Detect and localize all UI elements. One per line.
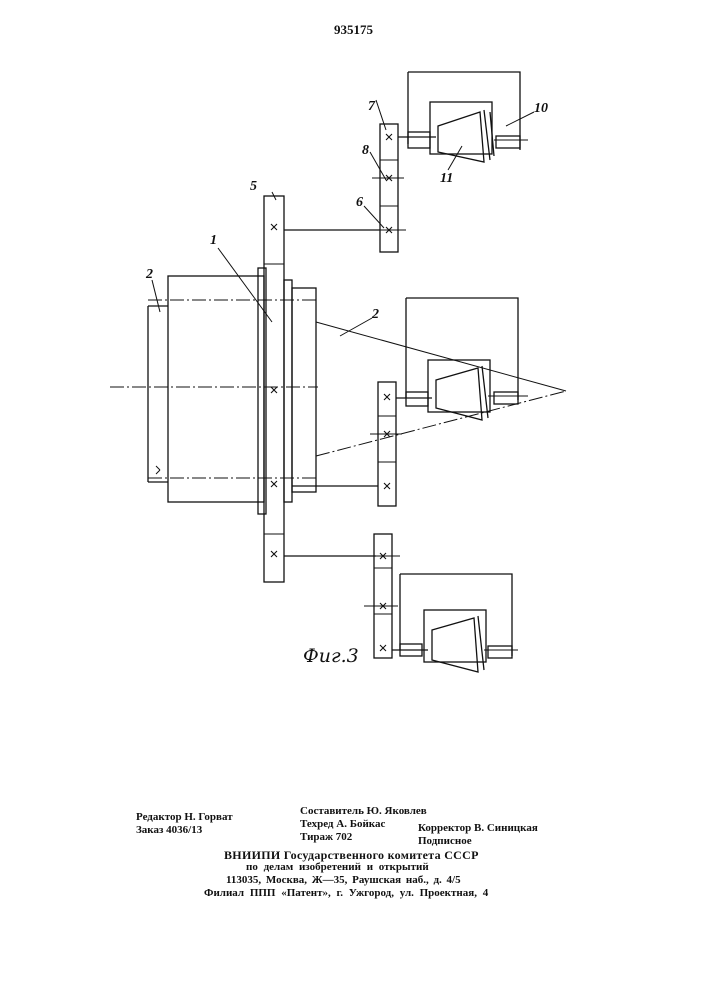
order-line: Заказ 4036/13 [136, 824, 203, 836]
part-label-11: 11 [440, 171, 453, 186]
address-line: 113035, Москва, Ж—35, Раушская наб., д. … [226, 874, 461, 886]
part-label-2-right: 2 [371, 307, 379, 322]
middle-gear-train [370, 381, 402, 507]
top-gear-train [372, 123, 406, 253]
gear-column-5 [263, 195, 285, 583]
subscription-line: Подписное [418, 835, 472, 847]
projection-line-upper [315, 321, 567, 392]
top-spindle-housing [398, 71, 521, 155]
part-label-10: 10 [534, 101, 548, 116]
cylinder-body [147, 275, 316, 503]
techred-line: Техред А. Бойкас [300, 818, 386, 830]
leader-lines [151, 99, 535, 337]
branch-line: Филиал ППП «Патент», г. Ужгород, ул. Про… [204, 887, 489, 899]
compiler-line: Составитель Ю. Яковлев [300, 805, 427, 817]
disc-1 [257, 267, 317, 515]
editor-line: Редактор Н. Горват [136, 811, 233, 823]
part-label-5: 5 [250, 179, 257, 194]
part-label-6: 6 [356, 195, 363, 210]
bottom-gear-train [364, 533, 400, 659]
patent-number: 935175 [334, 22, 373, 37]
vniipi-line: ВНИИПИ Государственного комитета СССР [224, 848, 479, 862]
figure-caption: Фиг.3 [303, 645, 359, 667]
part-label-2-left: 2 [145, 267, 153, 282]
projection-line-lower [315, 390, 567, 457]
part-label-8: 8 [362, 143, 369, 158]
part-label-1: 1 [210, 233, 217, 248]
bottom-spindle-housing [392, 573, 518, 673]
middle-spindle-housing [396, 297, 528, 421]
part-label-7: 7 [368, 99, 376, 114]
proofreader-line: Корректор В. Синицкая [418, 822, 538, 834]
affairs-line: по делам изобретений и открытий [246, 861, 429, 873]
circulation-line: Тираж 702 [300, 831, 353, 843]
tool-cone-11 [437, 109, 528, 163]
